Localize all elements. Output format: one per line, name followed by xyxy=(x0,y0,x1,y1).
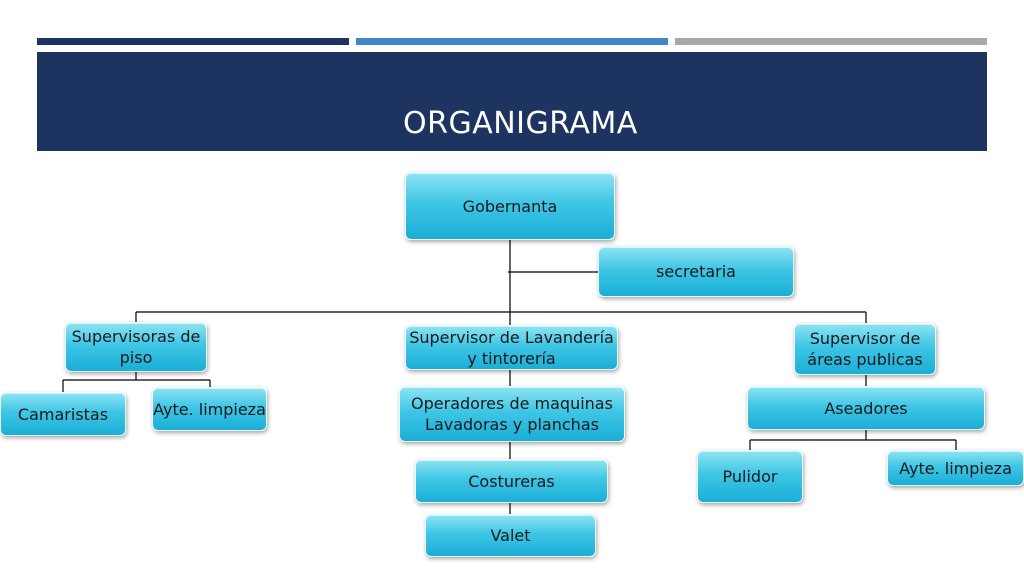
node-secretaria: secretaria xyxy=(598,246,794,297)
node-pulidor: Pulidor xyxy=(697,450,803,503)
node-supervisor-areas: Supervisor de áreas publicas xyxy=(794,323,936,375)
node-supervisor-lavanderia: Supervisor de Lavandería y tintorería xyxy=(405,325,618,370)
title-banner xyxy=(37,52,987,151)
node-ayte-limpieza-areas: Ayte. limpieza xyxy=(887,450,1024,486)
accent-bar-blue xyxy=(356,38,668,45)
node-operadores: Operadores de maquinas Lavadoras y planc… xyxy=(399,386,625,442)
node-costureras: Costureras xyxy=(415,459,608,503)
slide-title: ORGANIGRAMA xyxy=(403,106,638,141)
accent-bar-dark xyxy=(37,38,349,45)
node-valet: Valet xyxy=(425,514,596,557)
accent-bar-gray xyxy=(675,38,987,45)
node-gobernanta: Gobernanta xyxy=(405,172,615,240)
node-camaristas: Camaristas xyxy=(0,392,126,436)
node-aseadores: Aseadores xyxy=(747,386,985,430)
node-supervisoras-piso: Supervisoras de piso xyxy=(65,322,207,372)
node-ayte-limpieza-piso: Ayte. limpieza xyxy=(152,387,267,431)
